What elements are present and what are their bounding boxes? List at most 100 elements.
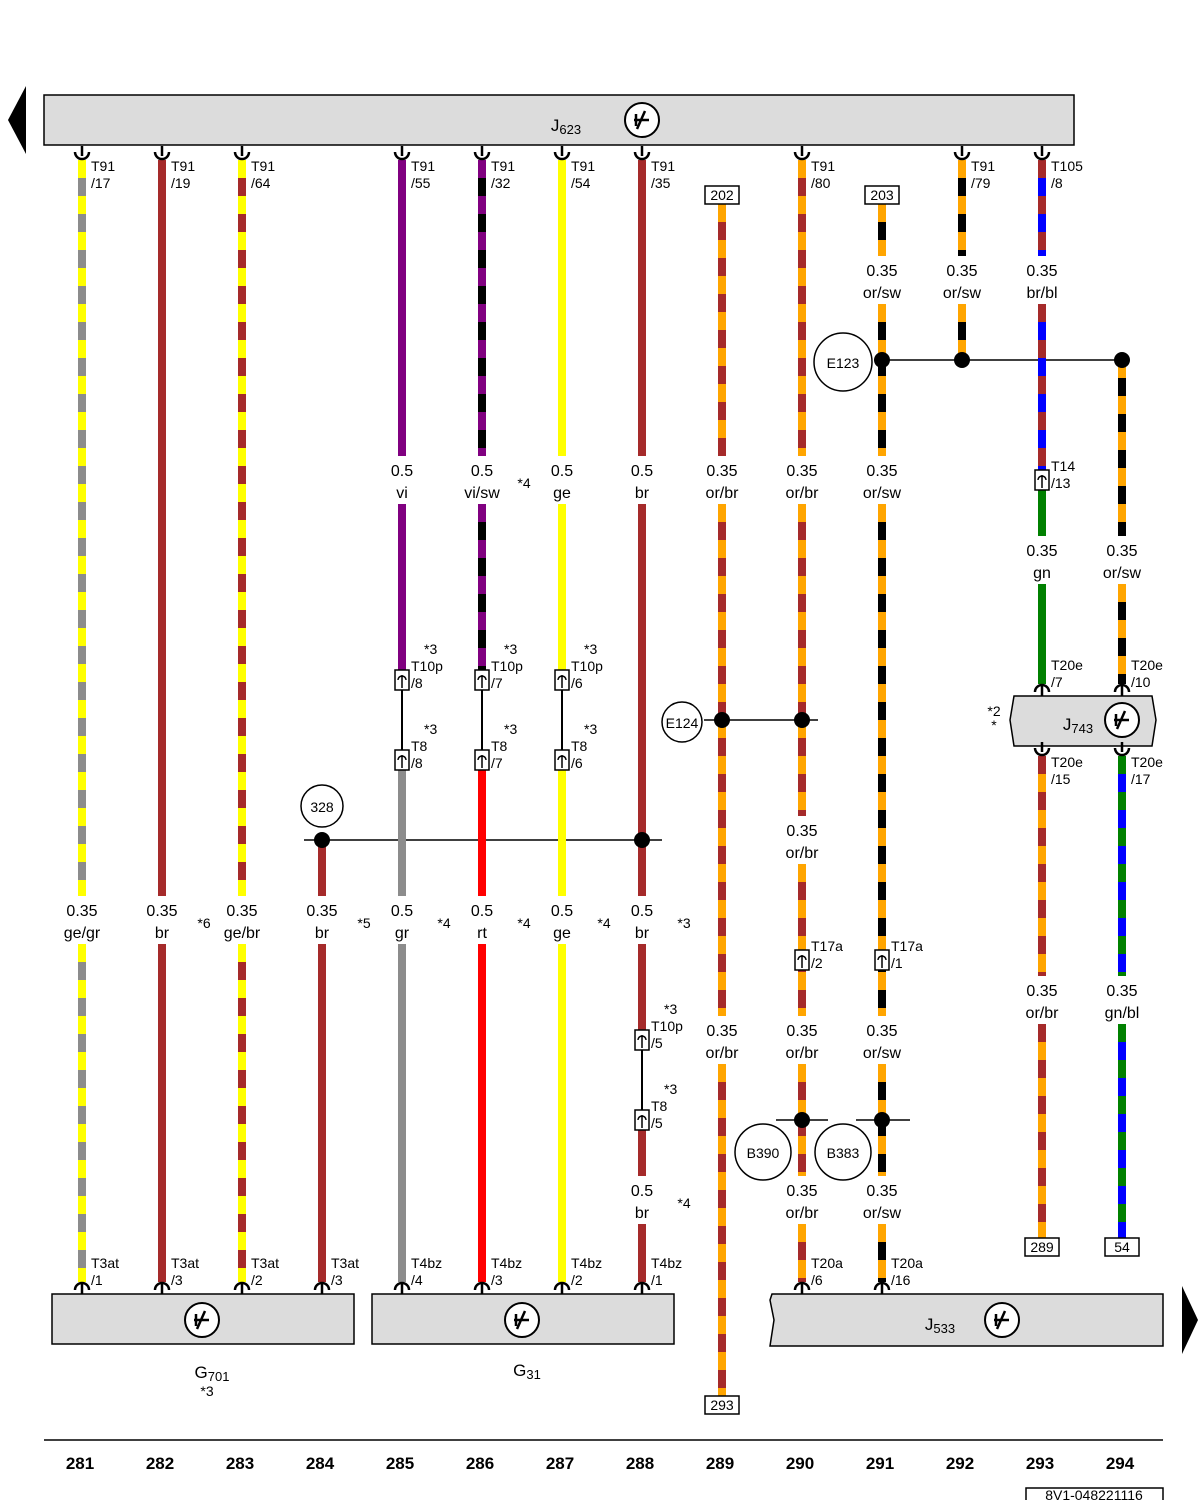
- previous-page-arrow[interactable]: [8, 86, 26, 154]
- svg-text:/1: /1: [891, 955, 903, 971]
- svg-text:/3: /3: [491, 1272, 503, 1288]
- wire-color-label: vi/sw: [464, 485, 500, 502]
- wire-color-label: or/br: [786, 485, 820, 502]
- svg-text:/16: /16: [891, 1272, 911, 1288]
- inline-connector: T8/7*3: [474, 721, 517, 771]
- wire-size-label: 0.35: [866, 463, 897, 480]
- junction-dot: [314, 832, 330, 848]
- ref-box-54[interactable]: 54: [1104, 1237, 1140, 1257]
- inline-connector: T17a/2: [794, 938, 843, 971]
- wire-color-label: or/sw: [863, 1205, 902, 1222]
- svg-text:T8: T8: [491, 738, 508, 754]
- pin-top: T20e/17: [1113, 742, 1163, 787]
- next-page-arrow[interactable]: [1182, 1286, 1198, 1354]
- ground-symbol-icon: [1104, 702, 1140, 738]
- inline-connector: T10p/7*3: [474, 641, 523, 691]
- svg-text:/1: /1: [651, 1272, 663, 1288]
- svg-text:T91: T91: [251, 158, 275, 174]
- ref-box-203[interactable]: 203: [864, 185, 900, 205]
- inline-connector: T17a/1: [874, 938, 923, 971]
- wire-color-label: or/sw: [863, 285, 902, 302]
- wire-color-label: gn/bl: [1105, 1005, 1140, 1022]
- svg-text:T91: T91: [651, 158, 675, 174]
- junction-dot: [634, 832, 650, 848]
- wire-color-label: br: [155, 925, 170, 942]
- column-number: 283: [226, 1454, 254, 1473]
- node-b383: B383: [814, 1123, 872, 1181]
- pin-bottom: T3at/2: [233, 1255, 279, 1294]
- wire-size-label: 0.35: [946, 263, 977, 280]
- wire-size-label: 0.35: [866, 263, 897, 280]
- wire-size-label: 0.35: [786, 1023, 817, 1040]
- svg-text:*3: *3: [424, 721, 437, 737]
- svg-text:/35: /35: [651, 175, 671, 191]
- component-g701-note: *3: [200, 1383, 213, 1399]
- wire-size-label: 0.35: [1106, 983, 1137, 1000]
- svg-text:T20e: T20e: [1131, 657, 1163, 673]
- svg-text:/10: /10: [1131, 674, 1151, 690]
- inline-connector: T10p/6*3: [554, 641, 603, 691]
- svg-text:T91: T91: [971, 158, 995, 174]
- ground-symbol-icon: [984, 1302, 1020, 1338]
- ref-box-289[interactable]: 289: [1024, 1237, 1060, 1257]
- pin-top: T91/35: [633, 146, 675, 191]
- wire-color-label: br: [315, 925, 330, 942]
- wire-color-label: or/sw: [863, 1045, 902, 1062]
- wire-size-label: 0.35: [66, 903, 97, 920]
- svg-text:T8: T8: [411, 738, 428, 754]
- pin-top: T91/54: [553, 146, 595, 191]
- svg-text:E123: E123: [827, 355, 860, 371]
- svg-text:T3at: T3at: [171, 1255, 199, 1271]
- column-number: 291: [866, 1454, 894, 1473]
- wire-note: *4: [517, 475, 530, 491]
- svg-text:/8: /8: [411, 675, 423, 691]
- column-number: 287: [546, 1454, 574, 1473]
- pin-bottom: T20a/16: [873, 1255, 923, 1294]
- wire-size-label: 0.35: [146, 903, 177, 920]
- svg-text:T20e: T20e: [1131, 754, 1163, 770]
- svg-text:T4bz: T4bz: [491, 1255, 522, 1271]
- junction-dot: [874, 352, 890, 368]
- pin-bottom: T20e/10: [1113, 657, 1163, 696]
- wires-layer: [78, 160, 1126, 1396]
- pin-top: T105/8: [1033, 146, 1083, 191]
- wire-size-label: 0.5: [471, 463, 493, 480]
- ref-box-293[interactable]: 293: [704, 1395, 740, 1415]
- svg-text:328: 328: [310, 799, 334, 815]
- wire-note: *4: [437, 915, 450, 931]
- ref-box-202[interactable]: 202: [704, 185, 740, 205]
- svg-text:*3: *3: [504, 641, 517, 657]
- svg-text:T10p: T10p: [491, 658, 523, 674]
- svg-text:T17a: T17a: [891, 938, 923, 954]
- svg-text:T4bz: T4bz: [411, 1255, 442, 1271]
- component-j533-label: J533: [925, 1315, 955, 1336]
- svg-text:T20e: T20e: [1051, 754, 1083, 770]
- ground-symbol-icon: [184, 1302, 220, 1338]
- svg-text:/4: /4: [411, 1272, 423, 1288]
- inline-connector: T8/5*3: [634, 1081, 677, 1131]
- svg-text:/1: /1: [91, 1272, 103, 1288]
- column-number: 284: [306, 1454, 335, 1473]
- column-number: 293: [1026, 1454, 1054, 1473]
- wire-color-label: or/sw: [1103, 565, 1142, 582]
- column-number: 282: [146, 1454, 174, 1473]
- svg-text:*3: *3: [424, 641, 437, 657]
- inline-connector: T10p/8*3: [394, 641, 443, 691]
- svg-text:/79: /79: [971, 175, 991, 191]
- svg-text:/54: /54: [571, 175, 591, 191]
- svg-text:/2: /2: [251, 1272, 263, 1288]
- wire-size-label: 0.35: [786, 1183, 817, 1200]
- wire-color-label: br: [635, 925, 650, 942]
- inline-connector: T14/13: [1034, 458, 1075, 491]
- wire-size-label: 0.35: [866, 1023, 897, 1040]
- wire-size-label: 0.35: [786, 823, 817, 840]
- svg-text:/5: /5: [651, 1115, 663, 1131]
- svg-text:/80: /80: [811, 175, 831, 191]
- wire-color-label: ge/gr: [64, 925, 101, 942]
- wire-color-label: or/br: [706, 1045, 740, 1062]
- svg-text:/8: /8: [411, 755, 423, 771]
- component-j743-note: *2*: [987, 703, 1000, 733]
- svg-text:*3: *3: [584, 641, 597, 657]
- wire-color-label: or/br: [1026, 1005, 1060, 1022]
- svg-text:293: 293: [710, 1397, 734, 1413]
